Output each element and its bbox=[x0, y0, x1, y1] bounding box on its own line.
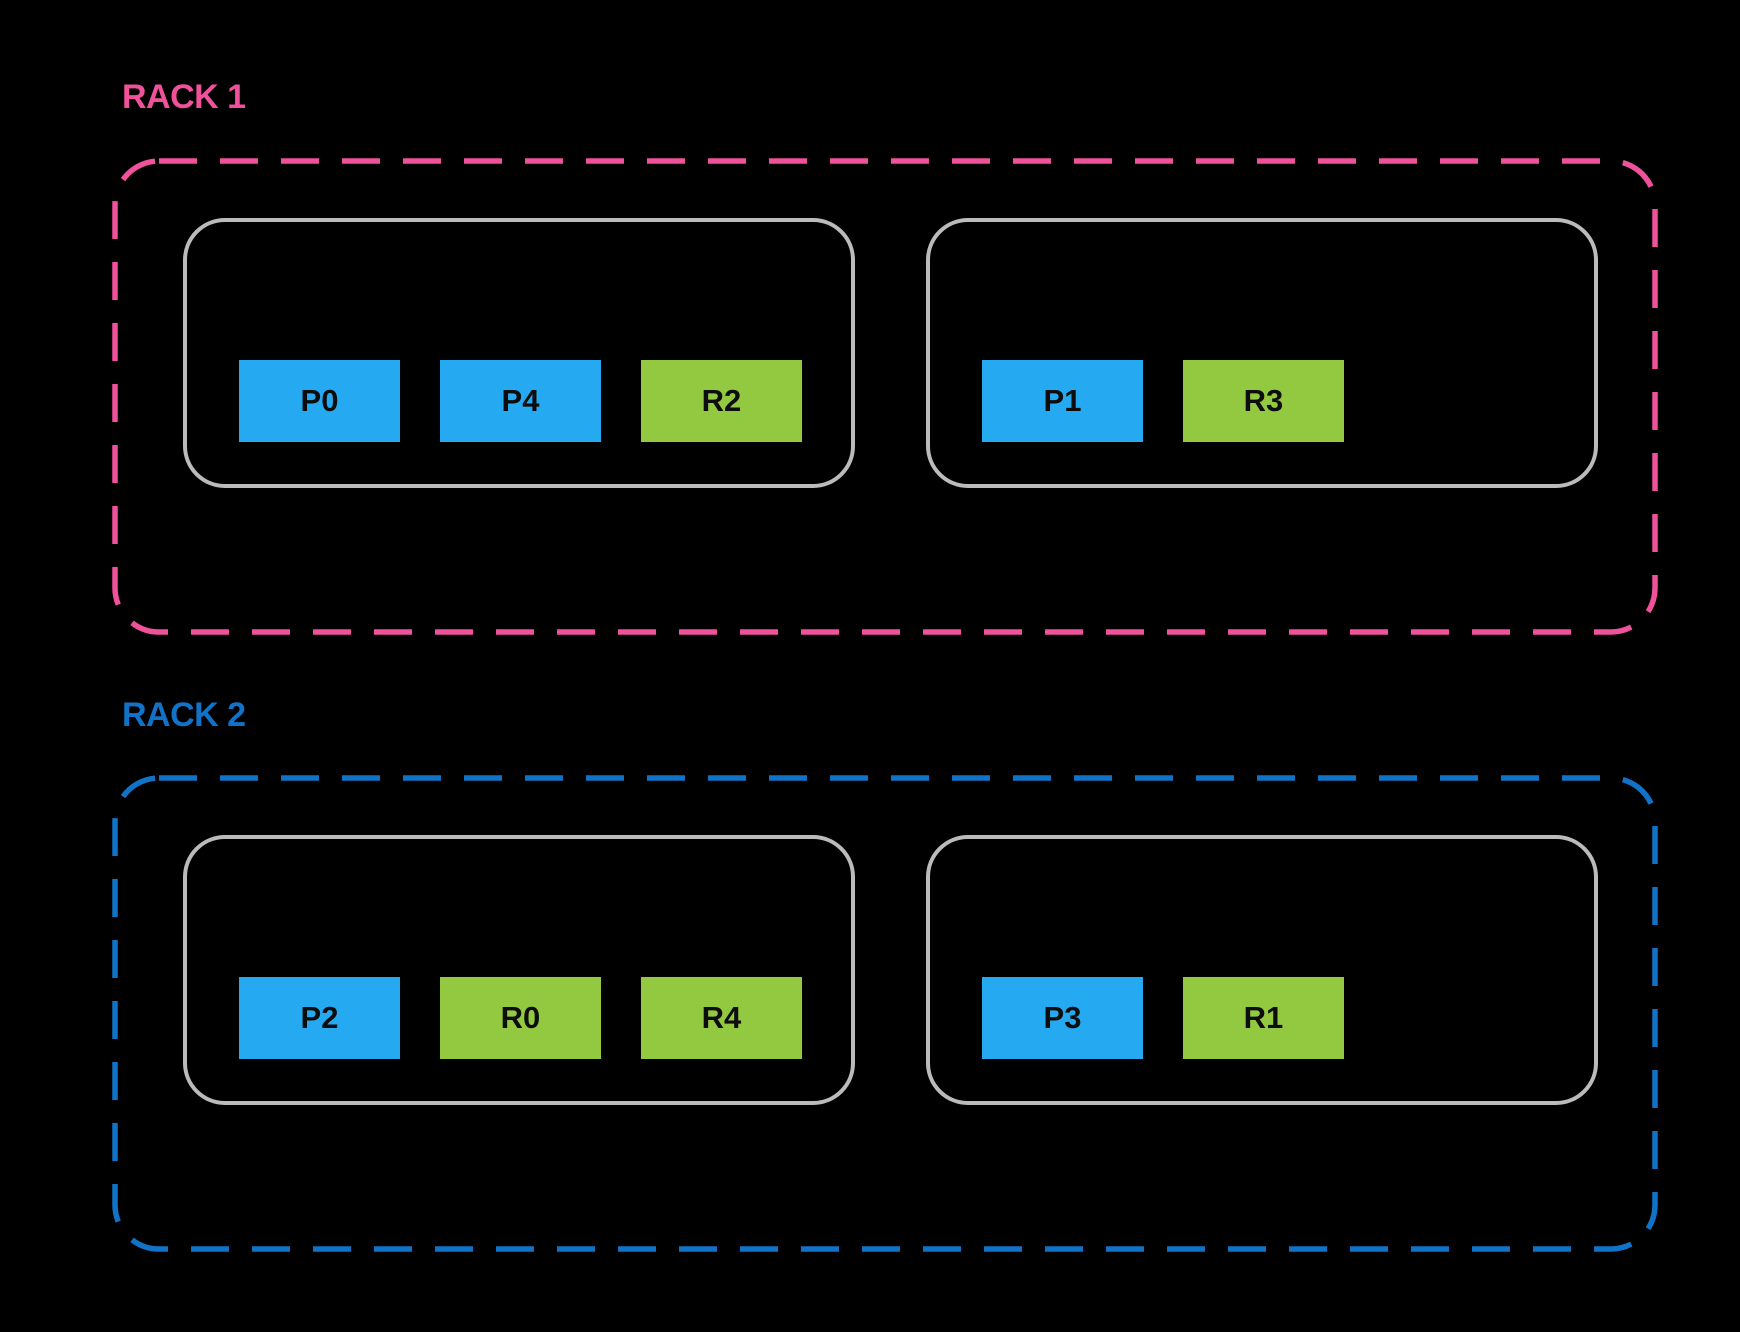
rack-2-dashed-border bbox=[112, 775, 1658, 1252]
block-p2-label: P2 bbox=[300, 1000, 339, 1035]
rack-1-host-1: P0 P4 R2 bbox=[183, 218, 855, 488]
rack-2-host-2: P3 R1 bbox=[926, 835, 1598, 1105]
block-p4-label: P4 bbox=[501, 383, 540, 418]
block-r3-label: R3 bbox=[1243, 383, 1284, 418]
rack-1-dashed-border bbox=[112, 158, 1658, 635]
block-r0-label: R0 bbox=[500, 1000, 541, 1035]
block-p1-label: P1 bbox=[1043, 383, 1082, 418]
rack-2-host-1: P2 R0 R4 bbox=[183, 835, 855, 1105]
rack-1-boundary: P0 P4 R2 P1 R3 bbox=[112, 158, 1658, 635]
block-r2: R2 bbox=[641, 360, 802, 442]
block-p2: P2 bbox=[239, 977, 400, 1059]
block-r0: R0 bbox=[440, 977, 601, 1059]
block-p3: P3 bbox=[982, 977, 1143, 1059]
rack-2-host-1-blocks: P2 R0 R4 bbox=[239, 977, 802, 1059]
rack-2-label: RACK 2 bbox=[122, 696, 246, 734]
rack-1-host-2: P1 R3 bbox=[926, 218, 1598, 488]
block-r4: R4 bbox=[641, 977, 802, 1059]
block-r1-label: R1 bbox=[1243, 1000, 1284, 1035]
block-r1: R1 bbox=[1183, 977, 1344, 1059]
rack-1-host-1-blocks: P0 P4 R2 bbox=[239, 360, 802, 442]
block-r4-label: R4 bbox=[701, 1000, 742, 1035]
rack-1-host-2-blocks: P1 R3 bbox=[982, 360, 1344, 442]
block-r3: R3 bbox=[1183, 360, 1344, 442]
block-p4: P4 bbox=[440, 360, 601, 442]
rack-2-boundary: P2 R0 R4 P3 R1 bbox=[112, 775, 1658, 1252]
block-p0: P0 bbox=[239, 360, 400, 442]
rack-1-label: RACK 1 bbox=[122, 78, 246, 116]
block-r2-label: R2 bbox=[701, 383, 742, 418]
rack-2-host-2-blocks: P3 R1 bbox=[982, 977, 1344, 1059]
block-p1: P1 bbox=[982, 360, 1143, 442]
block-p3-label: P3 bbox=[1043, 1000, 1082, 1035]
block-p0-label: P0 bbox=[300, 383, 339, 418]
